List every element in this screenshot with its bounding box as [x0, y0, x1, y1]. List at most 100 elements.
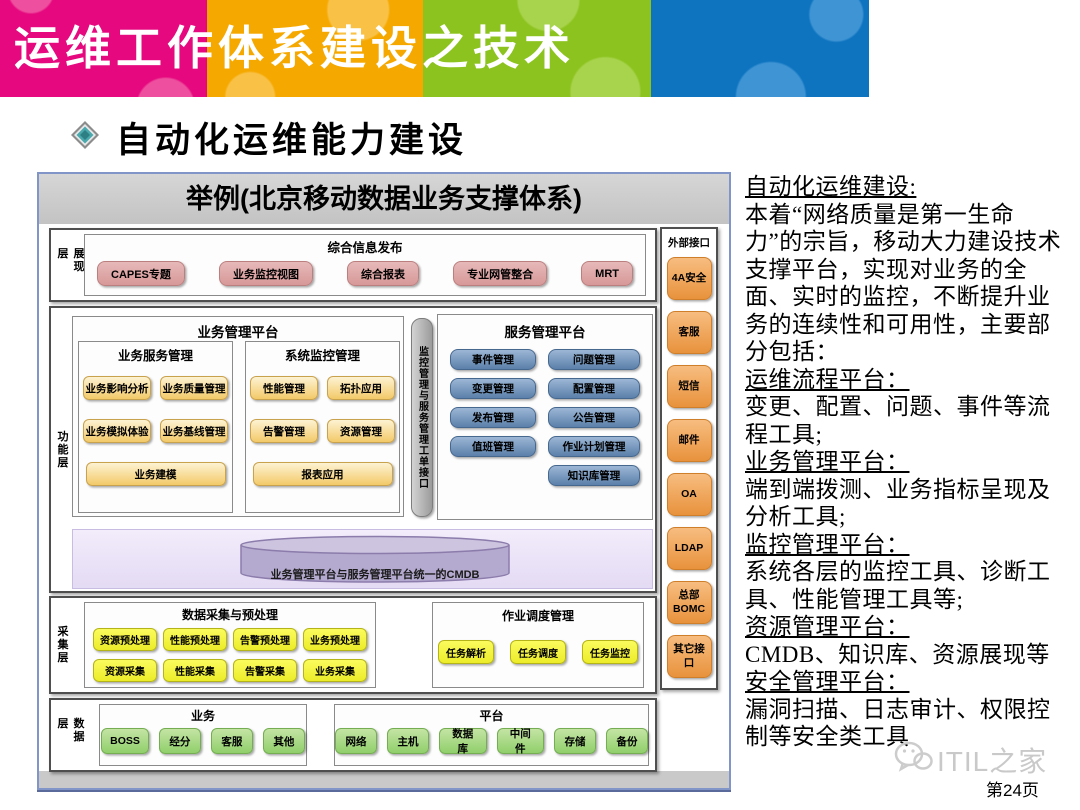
module-button: 报表应用	[252, 462, 393, 486]
diagram-title: 举例(北京移动数据业务支撑体系)	[186, 184, 582, 214]
description-section-body: CMDB、知识库、资源展现等	[745, 641, 1050, 667]
layer-label-data: 数据层	[56, 717, 84, 744]
external-interface-title: 外部接口	[668, 237, 710, 249]
cmdb-band: 业务管理平台与服务管理平台统一的CMDB	[72, 529, 653, 589]
module-button: 备份	[606, 728, 648, 754]
header-banner: 运维工作体系建设之技术	[0, 0, 1080, 97]
module-button: 任务解析	[438, 640, 494, 664]
description-text: 自动化运维建设: 本着“网络质量是第一生命力”的宗旨，移动大力建设技术支撑平台，…	[745, 173, 1067, 751]
description-section-body: 漏洞扫描、日志审计、权限控制等安全类工具	[745, 696, 1051, 750]
interface-button: 其它接口	[666, 635, 712, 678]
service-mgmt-platform-title: 服务管理平台	[504, 325, 586, 340]
module-button: 配置管理	[548, 378, 640, 399]
interface-button: LDAP	[666, 527, 712, 570]
cmdb-label: 业务管理平台与服务管理平台统一的CMDB	[270, 569, 480, 581]
architecture-diagram: 举例(北京移动数据业务支撑体系) 展现层 综合信息发布 CAPES专题 业务监控…	[37, 172, 731, 790]
business-service-mgmt: 业务服务管理 业务影响分析 业务质量管理 业务模拟体验 业务基线管理 业务建模	[78, 341, 233, 513]
module-button: 经分	[158, 728, 201, 754]
module-button: 主机	[387, 728, 429, 754]
module-button: 拓扑应用	[327, 376, 395, 400]
module-button: 告警管理	[250, 419, 318, 443]
module-button: 其他	[262, 728, 305, 754]
module-button: 任务调度	[510, 640, 566, 664]
layer-label-function: 功能层	[56, 430, 68, 469]
module-button: 发布管理	[450, 407, 536, 428]
module-button: 变更管理	[450, 378, 536, 399]
ticket-interface-bar-label: 监控管理与服务管理工单接口	[416, 346, 428, 489]
module-button: 客服	[210, 728, 253, 754]
interface-button: 4A安全	[666, 257, 712, 300]
module-button: 业务模拟体验	[83, 419, 151, 443]
layer-function: 功能层 业务管理平台 业务服务管理 业务影响分析 业务质量管理 业务模拟体验 业…	[49, 306, 657, 593]
job-scheduler-title: 作业调度管理	[501, 609, 574, 623]
description-section-body: 系统各层的监控工具、诊断工具、性能管理工具等;	[745, 559, 1051, 612]
description-intro: 本着“网络质量是第一生命力”的宗旨，移动大力建设技术支撑平台，实现对业务的全面、…	[745, 201, 1062, 365]
watermark-label: ITIL之家	[937, 746, 1048, 777]
service-mgmt-platform: 服务管理平台 事件管理 问题管理 变更管理 配置管理 发布管理 公告管理 值班管…	[437, 314, 653, 520]
layer-presentation: 展现层 综合信息发布 CAPES专题 业务监控视图 综合报表 专业网管整合 MR…	[49, 228, 657, 302]
header-block-green	[423, 0, 651, 97]
module-button: 性能采集	[163, 659, 227, 682]
module-button: 性能预处理	[163, 628, 227, 651]
data-platform-group: 平台 网络 主机 数据库 中间件 存储 备份	[334, 704, 649, 766]
interface-button: OA	[666, 473, 712, 516]
system-monitor-mgmt-title: 系统监控管理	[284, 349, 360, 363]
description-section-body: 变更、配置、问题、事件等流程工具;	[745, 394, 1051, 447]
wechat-icon	[893, 741, 933, 780]
description-section-title: 业务管理平台：	[745, 449, 910, 474]
module-button: 告警采集	[233, 659, 297, 682]
group-info-publish: 综合信息发布 CAPES专题 业务监控视图 综合报表 专业网管整合 MRT	[84, 234, 646, 296]
data-platform-title: 平台	[479, 709, 504, 723]
description-heading: 自动化运维建设:	[745, 174, 917, 199]
module-button: 作业计划管理	[548, 436, 640, 457]
module-button: 公告管理	[548, 407, 640, 428]
business-mgmt-platform-title: 业务管理平台	[197, 325, 279, 340]
module-button: MRT	[581, 261, 633, 286]
description-section-title: 监控管理平台：	[745, 531, 910, 557]
data-business-title: 业务	[190, 709, 215, 723]
section-heading-label: 自动化运维能力建设	[116, 121, 468, 160]
diagram-bottom-strip	[39, 771, 729, 788]
module-button: 业务影响分析	[83, 376, 151, 400]
external-interface-column: 外部接口 4A安全 客服 短信 邮件 OA LDAP 总部BOMC 其它接口	[660, 227, 718, 690]
module-button: 业务监控视图	[218, 261, 313, 286]
header-block-blue	[651, 0, 869, 97]
interface-button: 总部BOMC	[666, 581, 712, 624]
layer-label-presentation: 展现层	[56, 247, 84, 274]
module-button: 任务监控	[582, 640, 638, 664]
interface-button: 邮件	[666, 419, 712, 462]
job-scheduler: 作业调度管理 任务解析 任务调度 任务监控	[432, 602, 644, 688]
layer-data: 数据层 业务 BOSS 经分 客服 其他 平台 网络 主机 数据库 中间件 存储	[49, 698, 657, 772]
module-button: 业务预处理	[303, 628, 367, 651]
interface-button: 客服	[666, 311, 712, 354]
module-button: 告警预处理	[233, 628, 297, 651]
module-button: 事件管理	[450, 349, 536, 370]
header-block-magenta	[0, 0, 207, 97]
module-button: BOSS	[101, 728, 149, 754]
module-button: 中间件	[496, 728, 544, 755]
module-button: 业务建模	[85, 462, 226, 486]
watermark: ITIL之家	[893, 740, 1047, 780]
group-info-publish-title: 综合信息发布	[327, 241, 403, 255]
data-collect-preprocess-title: 数据采集与预处理	[181, 608, 278, 622]
module-button: 值班管理	[450, 436, 536, 457]
module-button: 网络	[335, 728, 377, 754]
diamond-icon	[70, 120, 100, 155]
layer-label-collection: 采集层	[56, 625, 68, 665]
module-button: 资源预处理	[93, 628, 157, 651]
diagram-title-band: 举例(北京移动数据业务支撑体系)	[39, 174, 729, 224]
module-button: 数据库	[439, 728, 487, 755]
system-monitor-mgmt: 系统监控管理 性能管理 拓扑应用 告警管理 资源管理 报表应用	[245, 341, 400, 513]
layer-collection: 采集层 数据采集与预处理 资源预处理 性能预处理 告警预处理 业务预处理 资源采…	[49, 596, 657, 694]
module-button: 存储	[554, 728, 596, 754]
module-button: 业务采集	[303, 659, 367, 682]
data-business-group: 业务 BOSS 经分 客服 其他	[99, 704, 307, 766]
module-button: 知识库管理	[548, 465, 640, 486]
description-section-title: 运维流程平台：	[745, 366, 910, 392]
ticket-interface-bar: 监控管理与服务管理工单接口	[411, 318, 433, 517]
interface-button: 短信	[666, 365, 712, 408]
description-section-title: 资源管理平台：	[745, 614, 910, 639]
module-button: 专业网管整合	[453, 261, 548, 286]
module-button: 资源采集	[93, 659, 157, 682]
